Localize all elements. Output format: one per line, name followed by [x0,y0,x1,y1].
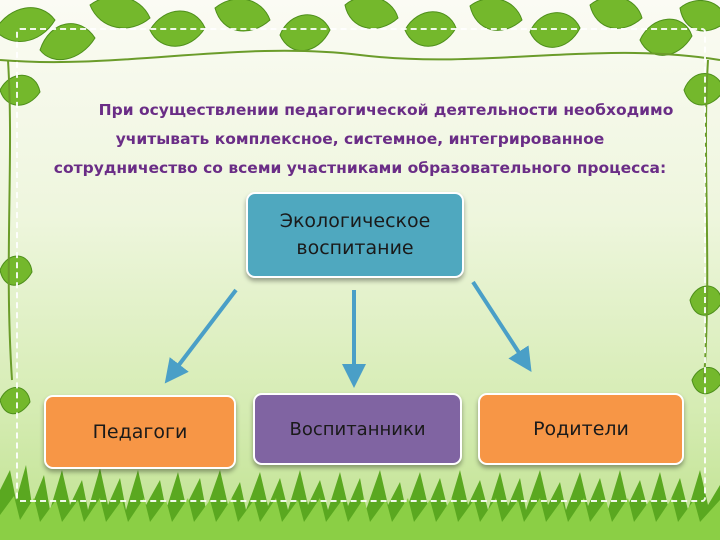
slide-frame [16,28,706,502]
title-line-3: сотрудничество со всеми участниками обра… [53,159,667,177]
node-ecological-education: Экологическое воспитание [246,192,464,278]
node-ecological-education-line2: воспитание [296,237,414,259]
node-ecological-education-line1: Экологическое [279,210,431,232]
title-line-1: При осуществлении педагогической деятель… [98,101,674,119]
node-parents-label: Родители [533,418,629,440]
arrow-to-pedagogues [164,288,238,384]
node-pupils: Воспитанники [253,393,462,465]
node-pupils-label: Воспитанники [289,418,426,440]
title-line-2: учитывать комплексное, системное, интегр… [115,130,605,148]
node-pedagogues-label: Педагоги [92,421,188,443]
node-pedagogues: Педагоги [44,395,236,469]
node-parents: Родители [478,393,684,465]
slide-title: При осуществлении педагогической деятель… [10,96,710,183]
arrow-to-parents [471,280,532,373]
